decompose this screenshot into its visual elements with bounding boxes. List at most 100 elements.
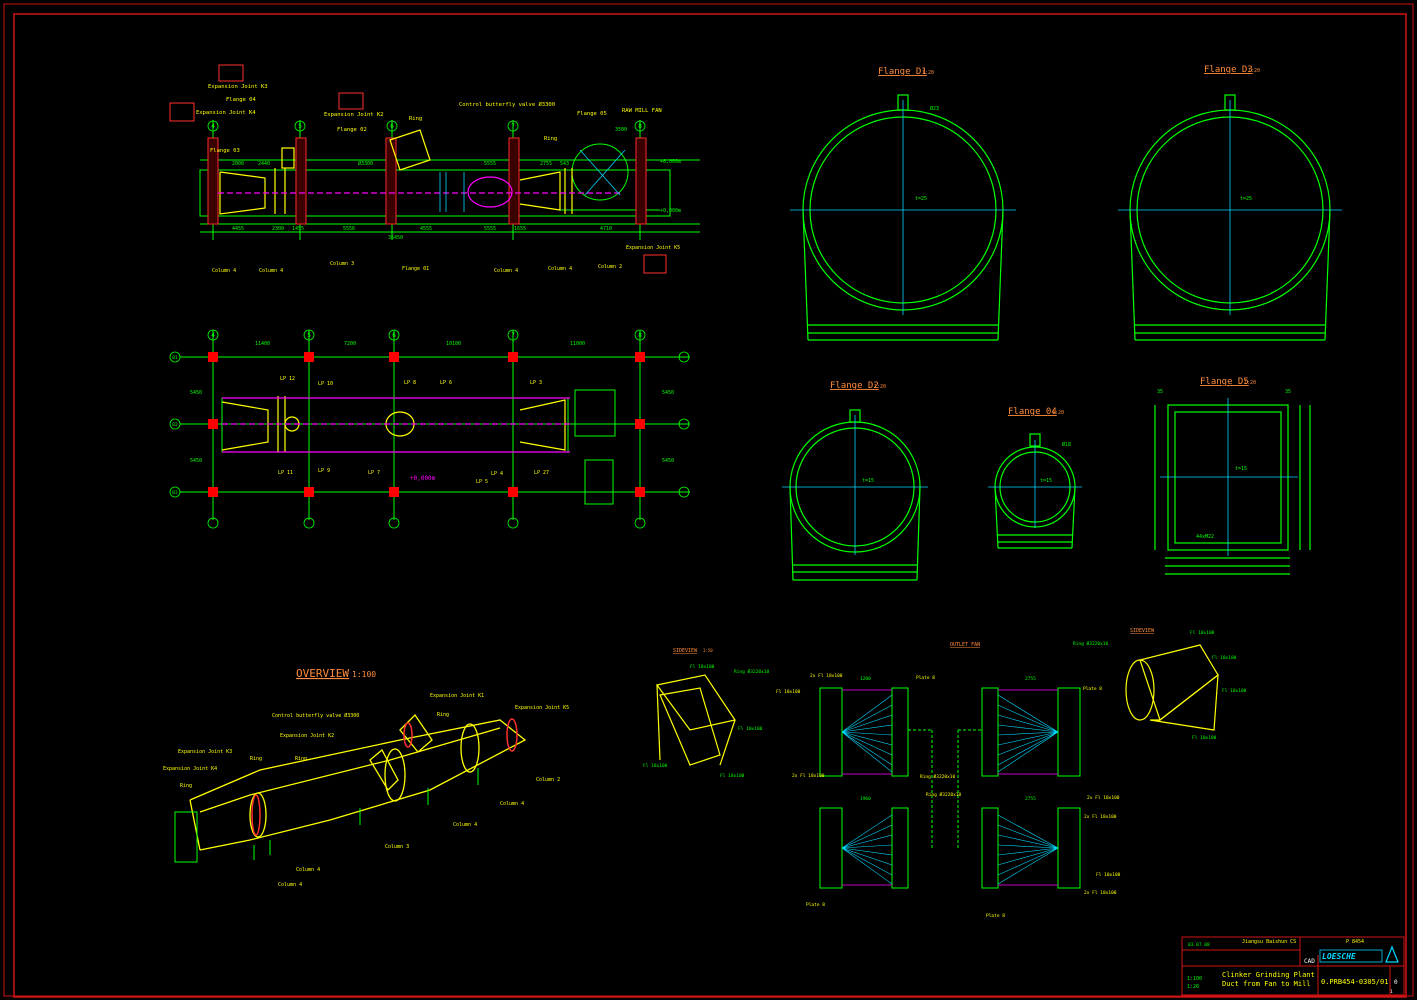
- left-iso-label-2: Ring Ø3220x10: [734, 668, 770, 675]
- elev-callout-9: Ring: [544, 136, 557, 142]
- plan-row-b3: B3: [172, 490, 178, 496]
- elev-top-dim-5: 2755: [540, 161, 552, 167]
- flange-d2-center: t=15: [862, 478, 874, 484]
- elev-callout-1: Expansion Joint K3: [208, 84, 268, 90]
- transition-view-label-8: Fl 10x100: [776, 689, 801, 695]
- title-scale-b: 1:20: [1187, 984, 1199, 990]
- transition-dim-2: 1200: [860, 676, 871, 682]
- elev-bottom-dim-4: 5556: [343, 226, 355, 232]
- title-project-no: P 8454: [1346, 939, 1364, 945]
- overview-callout-13: Column 4: [453, 822, 477, 828]
- overview-callout-14: Column 3: [385, 844, 409, 850]
- transition-view-label-2: Plate 8: [1083, 686, 1102, 692]
- plan-lp-2: LP 10: [318, 381, 333, 387]
- elev-grid-8: 8: [638, 123, 642, 130]
- title-line-2: Duct from Fan to Mill: [1222, 980, 1311, 988]
- overview-callout-3: Expansion Joint K5: [515, 705, 569, 711]
- overview-callout-15: Column 4: [296, 867, 320, 873]
- sideview-scale: 1:50: [703, 648, 713, 653]
- transition-view-label-6: Ring Ø3220x10: [926, 791, 962, 798]
- plan-side-dim-2: 5450: [190, 458, 202, 464]
- elev-callout-2: Flange 04: [226, 97, 256, 103]
- elev-bottom-dim-2: 2300: [272, 226, 284, 232]
- flange-d5-bolts: 44xM22: [1196, 534, 1214, 540]
- plan-lp-6: LP 11: [278, 470, 293, 476]
- overview-callout-9: Ring: [295, 756, 307, 762]
- flange-d5-center: t=15: [1235, 466, 1247, 472]
- flange-d3-center: t=25: [1240, 196, 1252, 202]
- transition-view-label-12: Fl 10x100: [1096, 872, 1121, 878]
- plan-row-b2: B2: [172, 422, 178, 428]
- elev-bottom-callout-3: Column 3: [330, 261, 354, 267]
- plan-top-dim-2: 7200: [344, 341, 356, 347]
- elev-level-top: +8,000m: [660, 159, 681, 165]
- elev-top-dim-2: 2440: [258, 161, 270, 167]
- elev-grid-7: 7: [511, 123, 515, 130]
- overview-callout-5: Expansion Joint K3: [178, 749, 232, 755]
- plan-grid-5: 5: [307, 332, 311, 339]
- elev-top-dim-1: 2000: [232, 161, 244, 167]
- transition-view-label-4: Plate 8: [986, 913, 1005, 919]
- plan-side-dim-3: 5450: [662, 390, 674, 396]
- overview-callout-11: Column 2: [536, 777, 560, 783]
- title-sheet: 1: [1390, 989, 1393, 995]
- flange-d5-corner-left: 35: [1157, 389, 1163, 395]
- flange-d2-scale: 1:20: [874, 384, 886, 390]
- transition-view-label-13: 2x Fl 18x100: [1084, 890, 1117, 896]
- elev-grid-6: 6: [390, 123, 394, 130]
- right-iso-label-3: Fl 10x100: [1212, 655, 1237, 661]
- overview-callout-16: Column 4: [278, 882, 302, 888]
- overview-callout-2: Control butterfly valve Ø3300: [272, 712, 359, 719]
- elev-top-dim-3: Ø3300: [358, 160, 373, 167]
- plan-lp-8: LP 7: [368, 470, 380, 476]
- plan-top-dim-1: 11400: [255, 341, 270, 347]
- overview-view: OVERVIEW 1:100 Expansion Joint K1 Contro…: [163, 667, 569, 888]
- plan-lp-5: LP 3: [530, 380, 542, 386]
- flange-d3-title: Flange D3: [1204, 65, 1253, 75]
- elev-callout-7: Ring: [409, 116, 422, 122]
- transition-view-label-1: Plate 8: [916, 675, 935, 681]
- plan-top-dim-3: 10100: [446, 341, 461, 347]
- flange-d5-scale: 1:20: [1244, 380, 1256, 386]
- title-drawing-no: 0.PRB454-0305/01: [1321, 978, 1388, 986]
- elev-bottom-callout-5: Column 4: [494, 268, 518, 274]
- right-iso-label-1: Ring Ø3220x10: [1073, 640, 1109, 647]
- flange-d5-title: Flange D5: [1200, 377, 1249, 387]
- flange-d1-scale: 1:20: [922, 70, 934, 76]
- plan-lp-1: LP 12: [280, 376, 295, 382]
- elev-overall-dim: 36450: [388, 235, 403, 241]
- transition-view-label-9: 2x Fl 18x100: [792, 773, 825, 779]
- elev-top-dim-6: 543: [560, 161, 569, 167]
- elev-top-dim-7: 3500: [615, 127, 627, 133]
- sideview-label-right: SIDEVIEW: [1130, 628, 1155, 634]
- overview-callout-4: Expansion Joint K2: [280, 733, 334, 739]
- flange-04-radius: Ø18: [1062, 441, 1071, 448]
- elev-callout-6: Flange 02: [337, 127, 367, 133]
- title-revision: 0: [1394, 979, 1398, 986]
- title-line-1: Clinker Grinding Plant: [1222, 971, 1315, 979]
- plan-grid-7: 7: [511, 332, 515, 339]
- transition-dim-3: 2755: [1025, 796, 1036, 802]
- elev-bottom-callout-7: Column 2: [598, 264, 622, 270]
- flange-d2-title: Flange D2: [830, 381, 879, 391]
- flange-d2: Flange D2 1:20 t=15: [782, 381, 928, 581]
- title-scale-a: 1:100: [1187, 976, 1202, 982]
- plan-side-dim-1: 5450: [190, 390, 202, 396]
- plan-lp-4: LP 6: [440, 380, 452, 386]
- transition-views: SIDEVIEW 1:50 SIDEVIEW OUTLET FAN Fl 18x…: [643, 628, 1247, 919]
- flange-d1: Flange D1 1:20 t=25 Ø23: [790, 67, 1016, 341]
- plan-grid-4: 4: [211, 332, 215, 339]
- overview-scale: 1:100: [352, 670, 376, 679]
- sideview-label: SIDEVIEW: [673, 648, 698, 654]
- plan-lp-9: LP 5: [476, 479, 488, 485]
- flange-04-scale: 1:20: [1052, 410, 1064, 416]
- elev-level-bottom: +0,000m: [660, 208, 681, 214]
- flange-04-center: t=15: [1040, 478, 1052, 484]
- flange-d3: Flange D3 1:20 t=25: [1118, 65, 1342, 341]
- overview-callout-12: Column 4: [500, 801, 524, 807]
- plan-lp-3: LP 8: [404, 380, 416, 386]
- elev-callout-10: Flange 05: [577, 111, 607, 117]
- flange-d5: Flange D5 1:20 t=15 35 35 44xM22: [1154, 377, 1311, 575]
- flange-d5-corner-right: 35: [1285, 389, 1291, 395]
